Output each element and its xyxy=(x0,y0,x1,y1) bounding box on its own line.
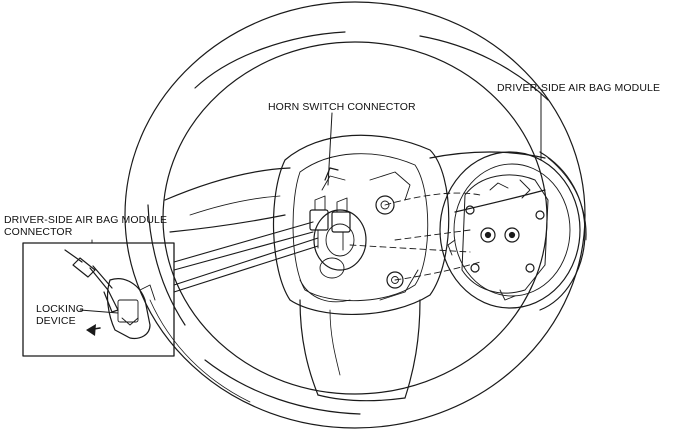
airbag-module-connector-label-line1: DRIVER-SIDE AIR BAG MODULE xyxy=(4,214,168,226)
locking-device-label: LOCKING DEVICE xyxy=(36,303,84,327)
alignment-dashed-lines xyxy=(349,192,481,281)
airbag-module-connector-label: DRIVER-SIDE AIR BAG MODULE CONNECTOR xyxy=(4,214,167,238)
horn-connector-leader xyxy=(327,112,333,186)
inset-zoom-lines xyxy=(173,221,319,293)
airbag-module-label: DRIVER-SIDE AIR BAG MODULE xyxy=(497,82,661,94)
connector-detail-inset xyxy=(22,242,175,357)
steering-wheel-hub xyxy=(272,134,450,316)
horn-switch-connector-label: HORN SWITCH CONNECTOR xyxy=(268,101,416,113)
driver-side-air-bag-module xyxy=(439,151,587,311)
horn-and-airbag-connectors xyxy=(309,167,351,251)
locking-device-label-line2: DEVICE xyxy=(36,315,76,327)
airbag-module-connector-label-line2: CONNECTOR xyxy=(4,226,73,238)
locking-device-label-line1: LOCKING xyxy=(36,303,84,315)
